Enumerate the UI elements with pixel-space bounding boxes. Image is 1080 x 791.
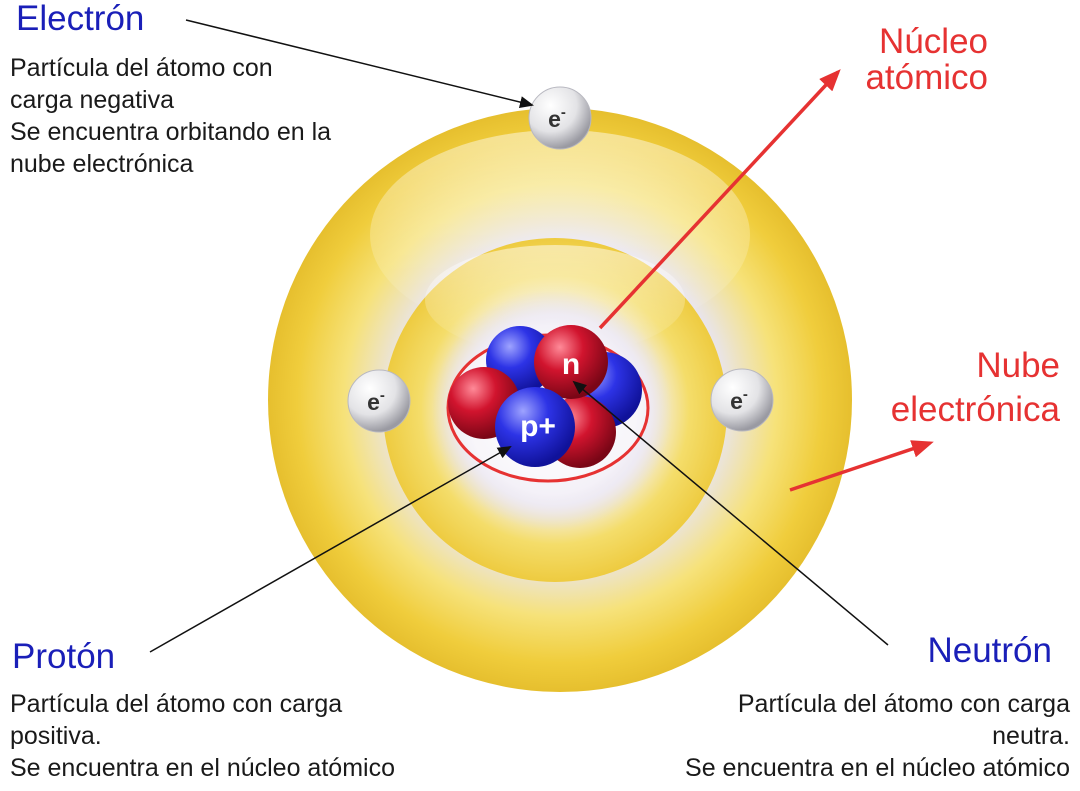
- svg-text:e-: e-: [730, 386, 748, 414]
- electron-pointer: [185, 19, 534, 108]
- neutron-description: Partícula del átomo con carga neutra. Se…: [685, 690, 1070, 782]
- electron-description: Partícula del átomo con carga negativa S…: [10, 54, 332, 178]
- svg-text:e-: e-: [548, 104, 566, 132]
- neutron-pointer: [572, 380, 889, 646]
- nucleus-pointer: [598, 69, 841, 330]
- svg-text:e-: e-: [367, 387, 385, 415]
- neutron-title: Neutrón: [927, 631, 1052, 670]
- electron-top: e-: [528, 86, 592, 150]
- nucleus-label: Núcleo atómico: [865, 22, 988, 97]
- electron-title: Electrón: [16, 0, 145, 38]
- proton-symbol: p+: [520, 410, 556, 443]
- proton-sphere: [495, 387, 575, 467]
- proton-description: Partícula del átomo con carga positiva. …: [10, 690, 395, 782]
- cloud-label: Nube electrónica: [890, 346, 1060, 429]
- atomic-nucleus: n p+: [446, 325, 650, 483]
- electron-left: e-: [347, 369, 411, 433]
- neutron-symbol: n: [562, 348, 580, 381]
- neutron-sphere: [534, 325, 608, 399]
- proton-pointer: [149, 446, 512, 653]
- cloud-pointer: [789, 440, 934, 492]
- electron-right: e-: [710, 368, 774, 432]
- proton-title: Protón: [12, 637, 116, 676]
